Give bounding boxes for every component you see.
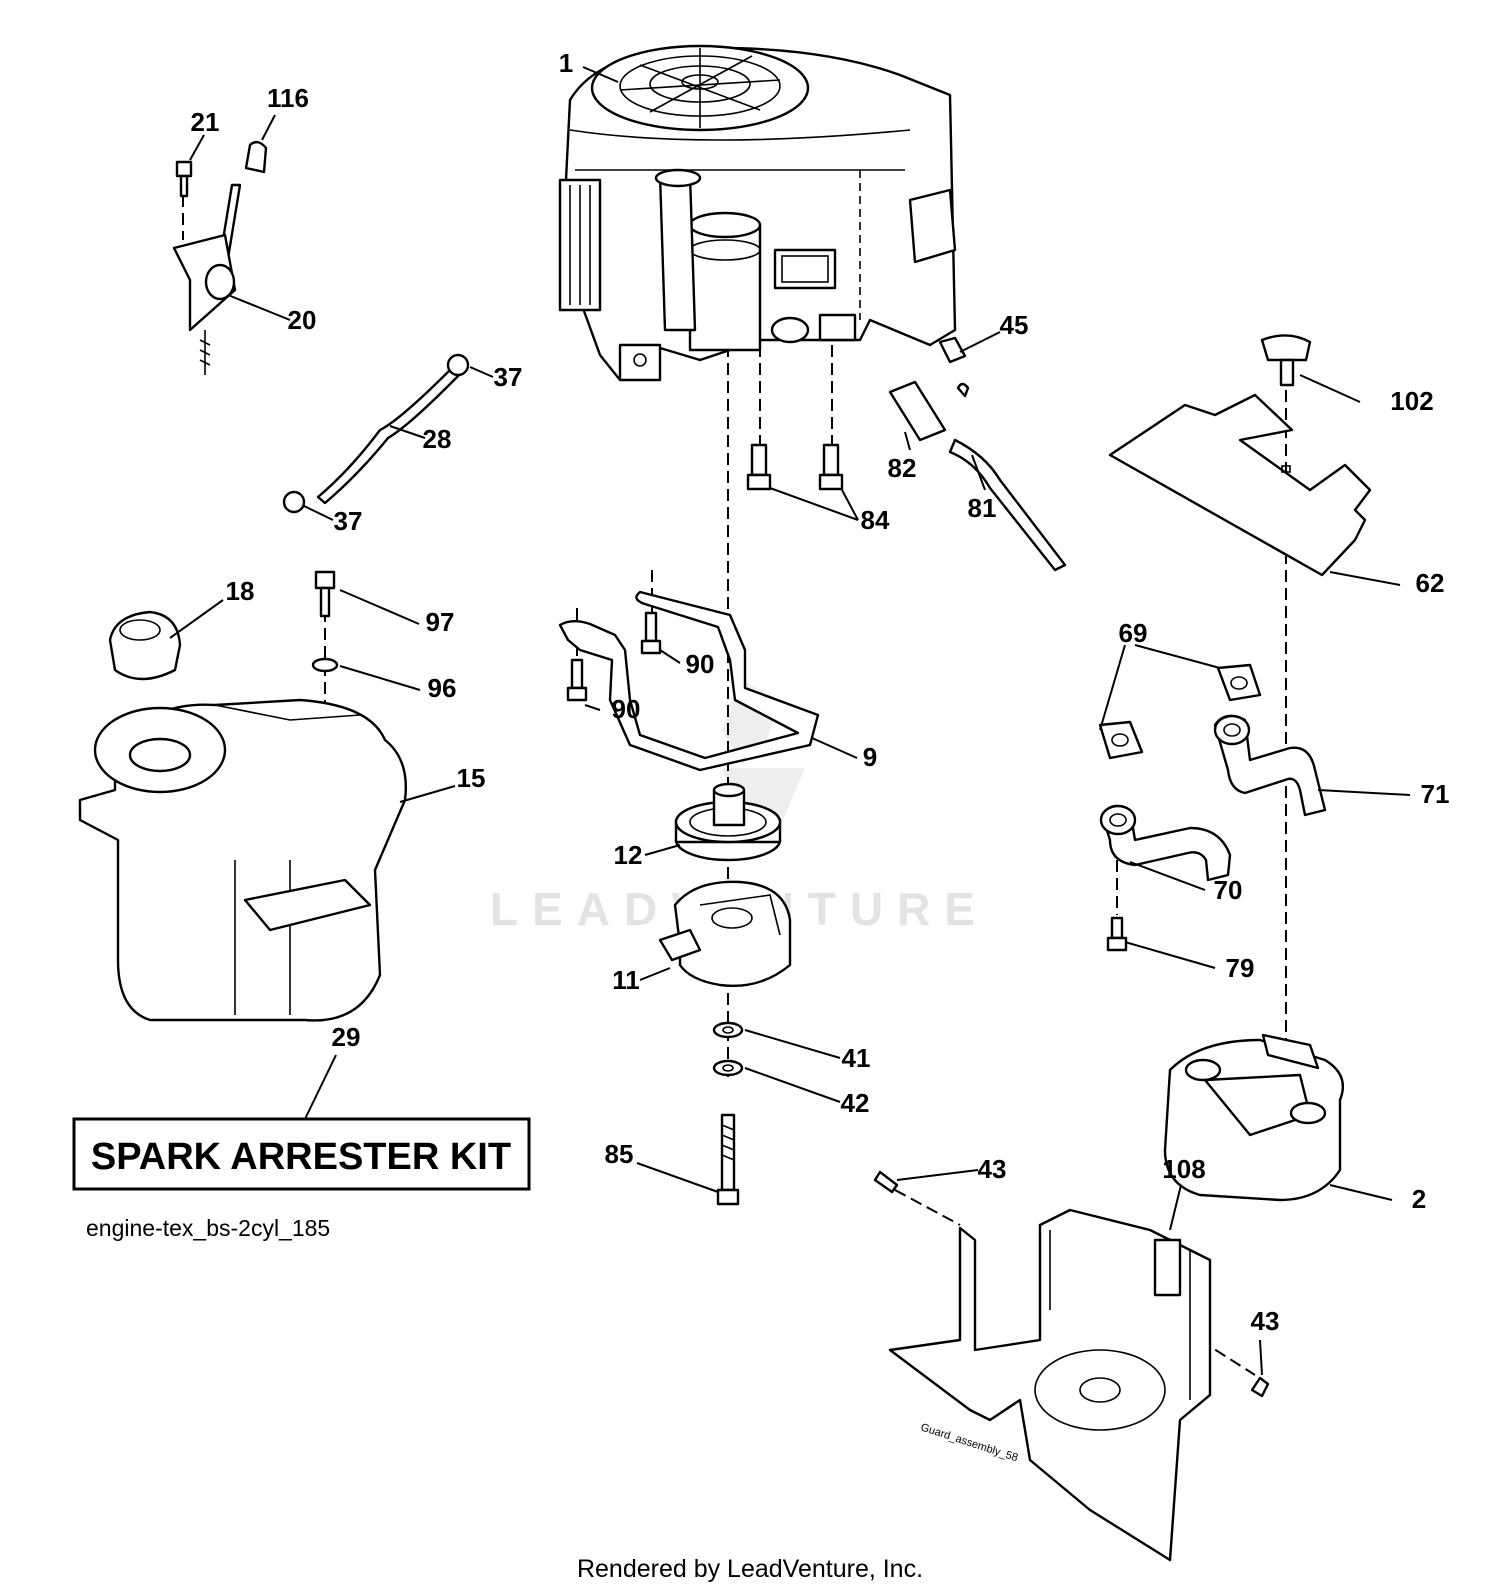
callout-11: 11 — [612, 965, 640, 995]
washers-41-42 — [712, 1021, 744, 1077]
callout-97: 97 — [426, 607, 455, 637]
callout-42: 42 — [841, 1088, 870, 1118]
callout-37-bottom: 37 — [334, 506, 363, 536]
callout-82: 82 — [888, 453, 917, 483]
throttle-assembly — [172, 140, 268, 375]
callout-108: 108 — [1162, 1154, 1205, 1184]
callout-90-lower: 90 — [612, 694, 641, 724]
fuel-cap-18 — [108, 610, 182, 681]
callout-15: 15 — [457, 763, 486, 793]
engine — [558, 44, 957, 382]
callout-102: 102 — [1390, 386, 1433, 416]
callout-28: 28 — [423, 424, 452, 454]
callout-71: 71 — [1421, 779, 1450, 809]
fuel-line-28 — [282, 353, 470, 514]
bolts-84 — [746, 443, 844, 491]
fuel-fitting-assembly — [888, 336, 1067, 572]
callout-29: 29 — [332, 1022, 361, 1052]
callouts: 1 116 21 20 37 28 37 18 97 96 15 29 45 8… — [191, 48, 1450, 1336]
callout-70: 70 — [1214, 875, 1243, 905]
callout-43-right: 43 — [1251, 1306, 1280, 1336]
callout-96: 96 — [428, 673, 457, 703]
callout-81: 81 — [968, 493, 997, 523]
heat-shield-62 — [1108, 393, 1372, 577]
muffler-2 — [1163, 1033, 1345, 1202]
spark-arrester-kit: SPARK ARRESTER KIT — [72, 1117, 531, 1191]
guard-assembly-108: Guard_assembly_58 — [888, 1208, 1212, 1562]
knob-102 — [1260, 334, 1312, 387]
callout-62: 62 — [1416, 568, 1445, 598]
screw-97 — [311, 570, 339, 673]
bolt-85 — [716, 1113, 740, 1206]
callout-12: 12 — [614, 840, 643, 870]
callout-85: 85 — [605, 1139, 634, 1169]
callout-9: 9 — [863, 742, 877, 772]
guard-inset-id: Guard_assembly_58 — [919, 1421, 1019, 1464]
callout-90-upper: 90 — [686, 649, 715, 679]
callout-116: 116 — [267, 83, 309, 113]
screws-43 — [873, 1170, 1270, 1398]
exhaust-pipe-70 — [1099, 804, 1232, 882]
bolt-79 — [1106, 916, 1128, 952]
fuel-tank-15 — [78, 698, 407, 1022]
callout-84: 84 — [861, 505, 890, 535]
callout-21: 21 — [191, 107, 220, 137]
footer-credit: Rendered by LeadVenture, Inc. — [577, 1555, 923, 1583]
leader-lines — [169, 66, 1411, 1376]
exhaust-pipe-71 — [1213, 714, 1327, 817]
callout-20: 20 — [288, 305, 317, 335]
callout-37-top: 37 — [494, 362, 523, 392]
spark-arrester-kit-label: SPARK ARRESTER KIT — [91, 1136, 511, 1178]
callout-45: 45 — [1000, 310, 1029, 340]
bracket-9 — [558, 590, 820, 772]
callout-69: 69 — [1119, 618, 1148, 648]
callout-79: 79 — [1226, 953, 1255, 983]
callout-43-left: 43 — [978, 1154, 1007, 1184]
gaskets-69 — [1098, 663, 1262, 760]
callout-2: 2 — [1412, 1184, 1426, 1214]
callout-1: 1 — [559, 48, 573, 78]
callout-41: 41 — [842, 1043, 871, 1073]
clutch-11 — [658, 880, 792, 987]
diagram-id: engine-tex_bs-2cyl_185 — [86, 1215, 330, 1241]
callout-18: 18 — [226, 576, 255, 606]
pulley-12 — [674, 782, 782, 862]
